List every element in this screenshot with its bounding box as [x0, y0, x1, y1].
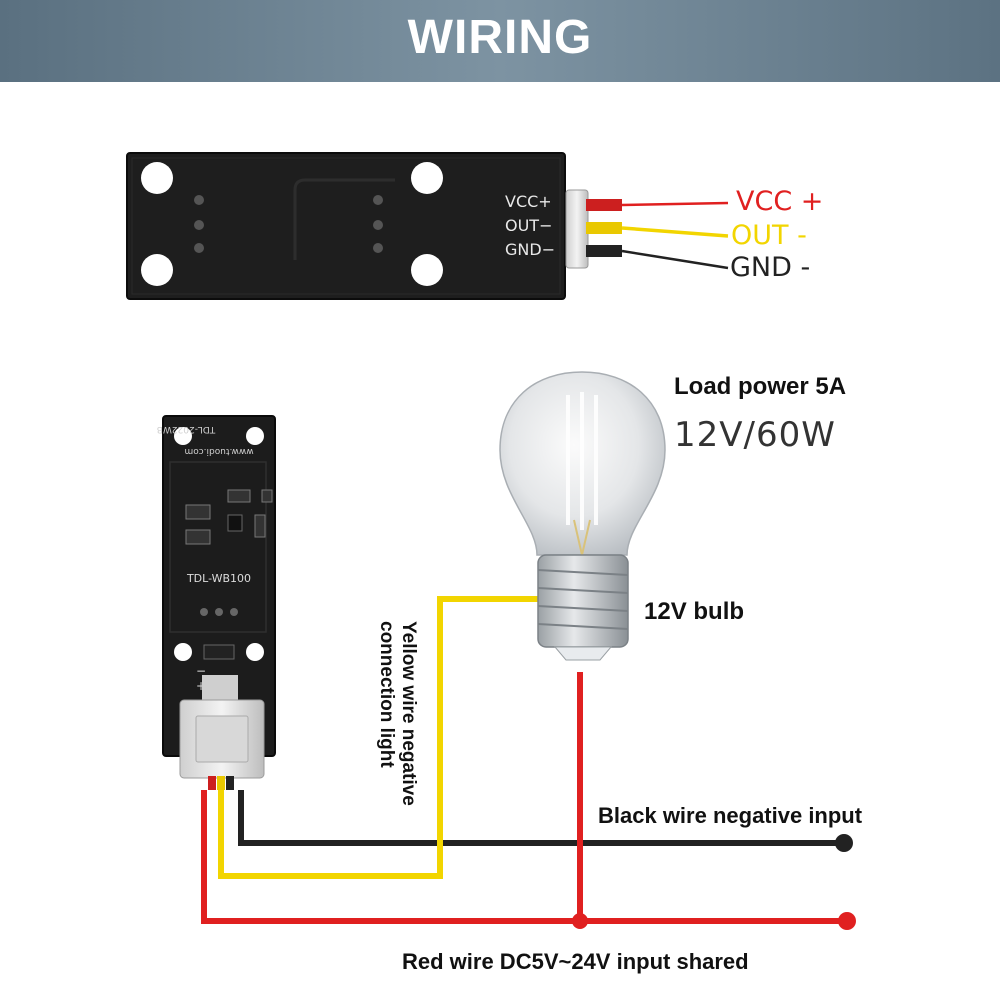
- circuit-wires: [201, 596, 856, 930]
- model-label: TDL-WB100: [186, 572, 251, 585]
- gnd-wire-label: GND -: [730, 252, 811, 283]
- yellow-wire: [218, 596, 545, 879]
- gnd-wire: [621, 249, 729, 270]
- mounting-hole: [174, 643, 192, 661]
- pin-label-gnd: GND−: [505, 240, 555, 259]
- pin-mark-minus: −: [196, 664, 206, 678]
- bulb-base: [537, 554, 629, 648]
- page-title: WIRING: [407, 11, 593, 64]
- black-wire-annotation: Black wire negative input: [598, 803, 863, 828]
- bottom-module: TDL-2022WB www.tuodi.com TDL-WB100 − +: [157, 415, 276, 790]
- header-banner: WIRING: [0, 0, 1000, 82]
- mounting-hole: [411, 254, 443, 286]
- red-wire-annotation: Red wire DC5V~24V input shared: [402, 949, 749, 974]
- silkscreen-url: www.tuodi.com: [184, 446, 253, 456]
- pin-label-vcc: VCC+: [505, 192, 552, 211]
- yellow-wire-annotation-line1: Yellow wire negative: [398, 621, 419, 806]
- red-wire: [201, 790, 845, 924]
- silkscreen-top: TDL-2022WB: [157, 424, 217, 434]
- bulb-label: 12V bulb: [644, 598, 745, 625]
- out-wire: [621, 226, 729, 238]
- yellow-wire-annotation-line2: connection light: [376, 621, 397, 768]
- top-connector: [565, 189, 589, 269]
- vcc-wire: [621, 201, 729, 207]
- out-wire-label: OUT -: [731, 220, 807, 251]
- black-wire: [238, 790, 842, 846]
- mounting-hole: [246, 427, 264, 445]
- pin-mark-plus: +: [196, 679, 206, 693]
- pin-label-out: OUT−: [505, 216, 552, 235]
- mounting-hole: [246, 643, 264, 661]
- top-pcb-board: [126, 152, 566, 300]
- mounting-hole: [411, 162, 443, 194]
- red-wire-terminal: [838, 912, 856, 930]
- mounting-hole: [141, 254, 173, 286]
- bulb: [499, 371, 666, 661]
- bulb-rating: 12V/60W: [674, 415, 836, 455]
- black-wire-terminal: [835, 834, 853, 852]
- load-power-title: Load power 5A: [674, 373, 847, 400]
- mounting-hole: [174, 427, 192, 445]
- top-module: VCC+ OUT− GND−: [126, 152, 729, 300]
- vcc-wire-label: VCC +: [736, 186, 824, 217]
- mounting-hole: [141, 162, 173, 194]
- yellow-wire-annotation: Yellow wire negative connection light: [375, 621, 419, 806]
- red-wire-junction: [572, 913, 588, 929]
